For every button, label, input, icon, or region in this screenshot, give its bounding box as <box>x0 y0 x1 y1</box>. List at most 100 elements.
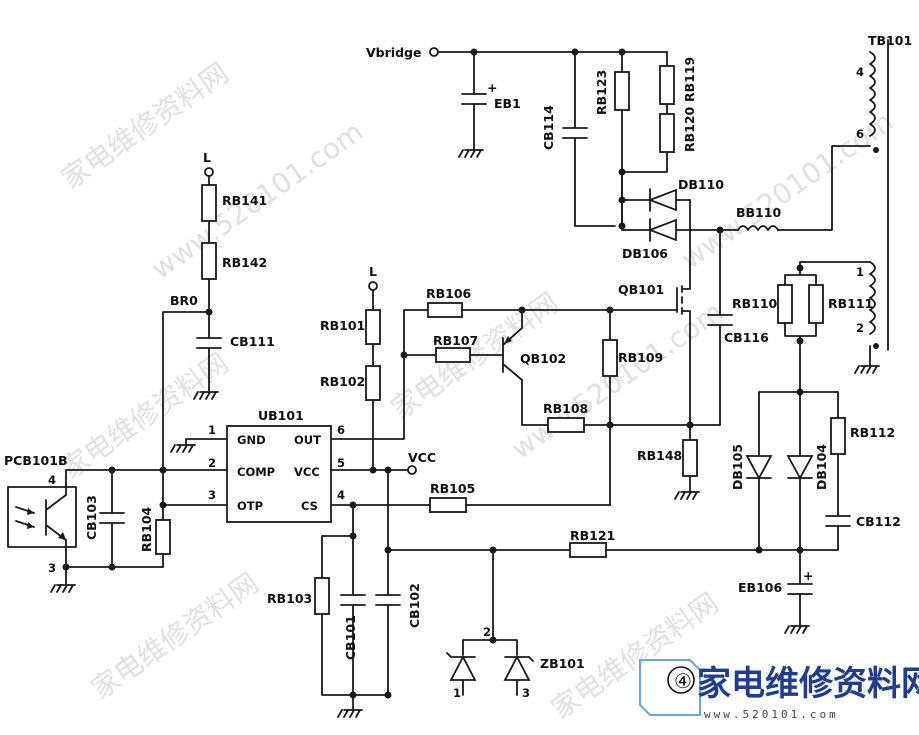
rb106-resistor <box>427 302 463 318</box>
figure-number: ④ <box>674 669 692 693</box>
cb102-capacitor <box>375 549 401 696</box>
vbridge-terminal <box>429 47 439 57</box>
label-zb101: ZB101 <box>540 656 585 671</box>
label-rb109: RB109 <box>618 350 663 365</box>
rb141-resistor <box>201 184 217 222</box>
label-eb106: EB106 <box>738 580 782 595</box>
rb148-resistor <box>682 439 698 477</box>
cb103-capacitor <box>99 469 125 568</box>
label-rb141: RB141 <box>222 193 267 208</box>
label-rb120: RB120 <box>682 106 697 152</box>
svg-text:1: 1 <box>453 686 461 700</box>
svg-text:CS: CS <box>301 499 318 513</box>
svg-text:6: 6 <box>856 127 864 141</box>
aux-resistors: RB110 RB111 <box>732 261 873 393</box>
rb102-resistor <box>365 365 381 401</box>
label-cb116: CB116 <box>724 330 769 345</box>
svg-text:OTP: OTP <box>237 499 263 513</box>
cb116-capacitor <box>689 229 733 426</box>
label-rb142: RB142 <box>222 255 267 270</box>
ground-symbol <box>458 149 484 158</box>
label-db105: DB105 <box>730 444 745 490</box>
db104-diode <box>786 455 814 480</box>
db105-diode <box>745 455 773 480</box>
logo-title: 家电维修资料网 <box>697 664 919 704</box>
rb101-resistor <box>365 309 381 345</box>
label-cb101: CB101 <box>343 615 358 660</box>
rb121-resistor <box>569 542 607 558</box>
label-rb105: RB105 <box>430 481 475 496</box>
label-cb103: CB103 <box>84 495 99 540</box>
label-pcb101b: PCB101B <box>4 453 67 468</box>
svg-text:5: 5 <box>337 456 345 470</box>
rb104-resistor <box>155 519 171 555</box>
net-label-vcc: VCC <box>408 450 436 465</box>
label-rb112: RB112 <box>850 425 895 440</box>
label-rb119: RB119 <box>682 57 697 102</box>
rb119-resistor <box>659 65 675 105</box>
site-logo: ④ 家电维修资料网 www.520101.com <box>639 659 919 721</box>
svg-text:4: 4 <box>48 473 56 487</box>
zb101-diode-a <box>449 655 477 681</box>
tb101-aux-winding <box>869 261 876 335</box>
db110-diode <box>647 188 677 212</box>
gate-driver: L RB101 RB102 RB106 RB107 QB102 RB109 RB… <box>320 264 700 506</box>
tb101-transformer: TB101 4 6 1 2 <box>854 33 912 374</box>
rb112-resistor <box>830 417 846 455</box>
label-db110: DB110 <box>678 177 724 192</box>
label-db104: DB104 <box>814 444 829 490</box>
rb107-resistor <box>435 347 471 363</box>
svg-text:2: 2 <box>856 321 864 335</box>
rb103-resistor <box>314 577 330 615</box>
label-cb114: CB114 <box>541 105 556 150</box>
svg-text:OUT: OUT <box>294 433 321 447</box>
label-cb112: CB112 <box>856 514 901 529</box>
svg-text:1: 1 <box>208 423 216 437</box>
cb112-capacitor <box>825 453 851 551</box>
label-rb111: RB111 <box>828 296 873 311</box>
net-label-br0: BR0 <box>170 293 198 308</box>
label-cb111: CB111 <box>230 334 275 349</box>
label-eb1: EB1 <box>494 96 521 111</box>
net-label-l-top: L <box>203 150 211 165</box>
svg-text:VCC: VCC <box>294 465 320 479</box>
svg-text:6: 6 <box>337 423 345 437</box>
rb108-resistor <box>547 417 585 433</box>
svg-text:1: 1 <box>856 265 864 279</box>
vbridge-section: Vbridge + EB1 CB114 RB123 RB119 RB120 <box>366 45 697 227</box>
snubber-diodes: DB110 DB106 BB110 <box>618 145 871 261</box>
zb101-diode-b <box>503 655 531 681</box>
zb101-zener: 2 1 3 ZB101 <box>446 549 585 700</box>
line-sense-network: L RB141 RB142 CB111 BR0 <box>162 150 275 506</box>
rb110-resistor <box>777 284 793 324</box>
label-rb148: RB148 <box>637 448 682 463</box>
aux-rectifier: DB105 DB104 RB112 CB112 + EB106 <box>730 388 901 634</box>
eb106-capacitor <box>787 549 813 627</box>
svg-text:GND: GND <box>237 433 266 447</box>
svg-text:3: 3 <box>208 488 216 502</box>
net-label-vbridge: Vbridge <box>366 45 421 60</box>
label-rb121: RB121 <box>570 528 615 543</box>
label-rb106: RB106 <box>426 286 472 301</box>
label-bb110: BB110 <box>736 205 781 220</box>
watermark: 家电维修资料网 <box>85 566 264 705</box>
svg-text:4: 4 <box>337 488 345 502</box>
logo-url: www.520101.com <box>704 708 839 721</box>
label-rb102: RB102 <box>320 374 365 389</box>
label-rb108: RB108 <box>543 401 588 416</box>
label-cb102: CB102 <box>407 583 422 628</box>
rb123-resistor <box>614 71 630 111</box>
pcb101b-optocoupler: PCB101B 4 3 CB103 RB104 <box>4 453 228 593</box>
rb111-resistor <box>808 284 824 324</box>
svg-text:COMP: COMP <box>237 465 275 479</box>
rb120-resistor <box>659 113 675 153</box>
cb101-capacitor <box>340 535 366 696</box>
optocoupler-body <box>7 486 77 548</box>
label-rb103: RB103 <box>267 591 312 606</box>
svg-text:+: + <box>803 568 813 583</box>
svg-text:2: 2 <box>483 625 491 639</box>
tb101-primary-winding <box>869 51 876 137</box>
svg-text:4: 4 <box>856 65 864 79</box>
label-ub101: UB101 <box>258 408 304 423</box>
vcc-and-cs-network: VCC RB105 RB103 CB101 CB102 RB121 <box>267 450 839 718</box>
